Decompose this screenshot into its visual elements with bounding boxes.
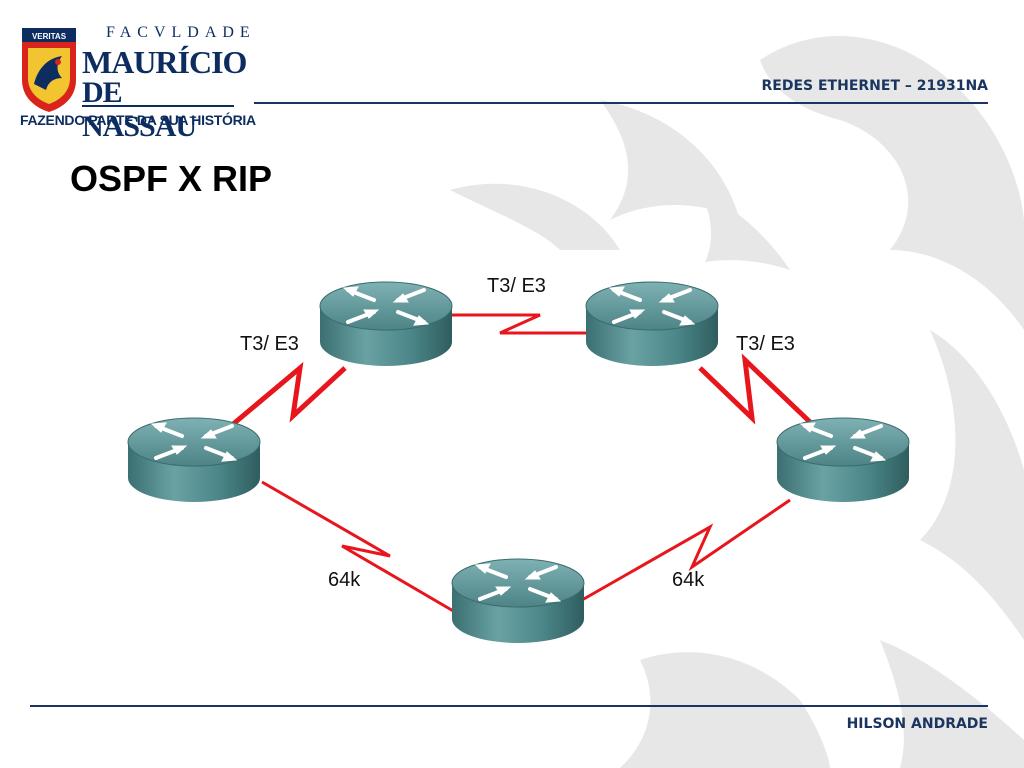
router-r5-icon bbox=[450, 557, 586, 645]
logo: VERITAS FACVLDADE MAURÍCIO DE NASSAU FAZ… bbox=[18, 22, 256, 143]
router-r1-icon bbox=[126, 416, 262, 504]
slide-title: OSPF X RIP bbox=[70, 158, 273, 199]
logo-tagline: FAZENDO PARTE DA SUA HISTÓRIA bbox=[20, 112, 256, 128]
logo-name-line2: DE NASSAU bbox=[82, 76, 197, 143]
link-r3-r4 bbox=[698, 353, 812, 425]
router-r3-icon bbox=[584, 280, 720, 368]
footer-divider bbox=[30, 705, 988, 707]
link-r1-r5 bbox=[261, 480, 456, 614]
logo-facvldade: FACVLDADE bbox=[106, 24, 256, 41]
crest-icon: VERITAS bbox=[22, 28, 76, 112]
link-r1-r2 bbox=[230, 361, 347, 427]
link-label-r5-r4: 64k bbox=[672, 569, 705, 591]
course-label: REDES ETHERNET – 21931NA bbox=[761, 78, 989, 94]
router-r2-icon bbox=[318, 280, 454, 368]
link-label-r1-r2: T3/ E3 bbox=[240, 333, 299, 355]
router-r4-icon bbox=[775, 416, 911, 504]
author-label: HILSON ANDRADE bbox=[846, 716, 988, 732]
link-label-r1-r5: 64k bbox=[328, 569, 361, 591]
logo-name-line1: MAURÍCIO bbox=[82, 44, 247, 80]
link-r5-r4 bbox=[581, 498, 791, 602]
svg-text:VERITAS: VERITAS bbox=[32, 32, 67, 41]
header-divider bbox=[254, 102, 988, 104]
logo-rule bbox=[82, 105, 234, 107]
link-r2-r3 bbox=[452, 313, 588, 335]
link-label-r2-r3: T3/ E3 bbox=[487, 275, 546, 297]
link-label-r3-r4: T3/ E3 bbox=[736, 333, 795, 355]
